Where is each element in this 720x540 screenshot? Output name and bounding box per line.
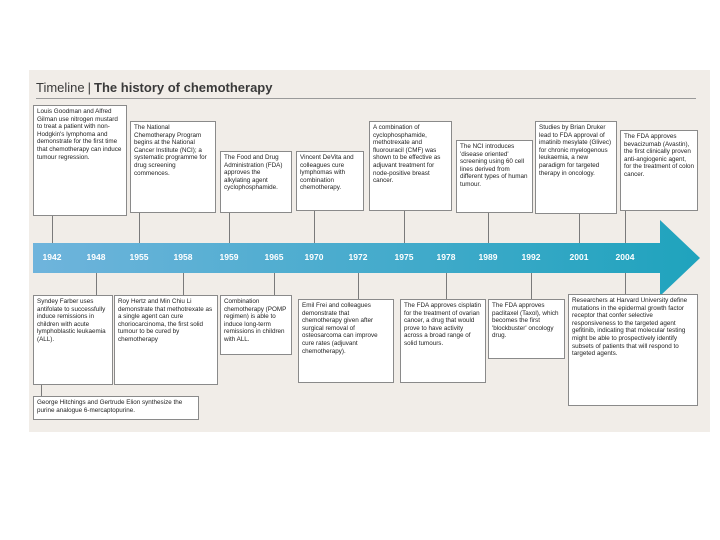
event-box-2001: Studies by Brian Druker lead to FDA appr… (535, 121, 617, 214)
year-label: 1958 (173, 252, 193, 262)
event-box-1972: Emil Frei and colleagues demonstrate tha… (298, 299, 394, 383)
year-label: 2004 (615, 252, 635, 262)
tick-bottom-1958 (183, 273, 184, 295)
year-label: 2001 (569, 252, 589, 262)
year-label: 1955 (129, 252, 149, 262)
event-box-1975: A combination of cyclophosphamide, metho… (369, 121, 452, 211)
tick-top-1970 (314, 211, 315, 243)
title-separator: | (87, 80, 92, 95)
tick-top-1955 (139, 213, 140, 243)
year-label: 1975 (394, 252, 414, 262)
title-divider (36, 98, 696, 99)
event-box-1948: Syndey Farber uses antifolate to success… (33, 295, 113, 385)
event-box-2004: The FDA approves bevacizumab (Avastin), … (620, 130, 698, 211)
title-main: The history of chemotherapy (94, 80, 273, 95)
year-label: 1959 (219, 252, 239, 262)
tick-bottom-1951 (41, 385, 42, 396)
tick-top-1959 (229, 213, 230, 243)
event-box-1959: The Food and Drug Administration (FDA) a… (220, 151, 292, 213)
timeline-arrow-shape (33, 220, 700, 296)
year-label: 1972 (348, 252, 368, 262)
tick-top-1975 (404, 211, 405, 243)
event-box-1965: Combination chemotherapy (POMP regimen) … (220, 295, 292, 355)
page-title: Timeline|The history of chemotherapy (36, 80, 272, 95)
tick-bottom-1978 (446, 273, 447, 299)
title-prefix: Timeline (36, 80, 85, 95)
event-box-1955: The National Chemotherapy Program begins… (130, 121, 216, 213)
tick-bottom-1972 (358, 273, 359, 299)
event-box-1958: Roy Hertz and Min Chiu Li demonstrate th… (114, 295, 218, 385)
event-box-1951: George Hitchings and Gertrude Elion synt… (33, 396, 199, 420)
tick-bottom-1948 (96, 273, 97, 295)
event-box-2004-bottom: Researchers at Harvard University define… (568, 294, 698, 406)
year-label: 1965 (264, 252, 284, 262)
tick-bottom-2004 (625, 273, 626, 294)
year-label: 1989 (478, 252, 498, 262)
tick-top-1989 (488, 213, 489, 243)
year-label: 1942 (42, 252, 62, 262)
event-box-1992: The FDA approves paclitaxel (Taxol), whi… (488, 299, 565, 359)
event-box-1978: The FDA approves cisplatin for the treat… (400, 299, 486, 383)
tick-top-1942 (52, 216, 53, 243)
event-box-1942: Louis Goodman and Alfred Gilman use nitr… (33, 105, 127, 216)
year-label: 1970 (304, 252, 324, 262)
year-label: 1992 (521, 252, 541, 262)
year-label: 1948 (86, 252, 106, 262)
tick-top-2001 (579, 214, 580, 243)
tick-bottom-1992 (531, 273, 532, 299)
year-label: 1978 (436, 252, 456, 262)
event-box-1970: Vincent DeVita and colleagues cure lymph… (296, 151, 364, 211)
event-box-1989: The NCI introduces 'disease oriented' sc… (456, 140, 533, 213)
tick-bottom-1965 (274, 273, 275, 295)
tick-top-2004 (625, 211, 626, 243)
